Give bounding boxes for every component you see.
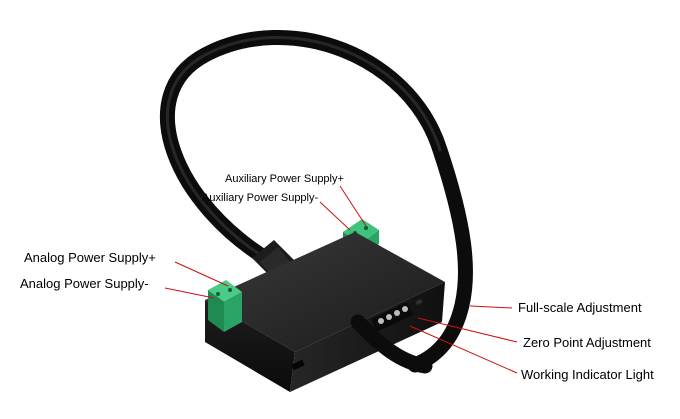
- cable-front: [350, 314, 433, 374]
- label-aux-minus: Auxiliary Power Supply-: [202, 192, 319, 204]
- leader-aux-minus: [319, 201, 351, 231]
- leader-working-light: [409, 325, 518, 374]
- leader-aux-plus: [339, 185, 367, 227]
- label-full-scale: Full-scale Adjustment: [518, 300, 642, 315]
- leader-lines: [164, 185, 518, 374]
- label-analog-minus: Analog Power Supply-: [20, 276, 149, 291]
- leader-analog-minus: [164, 287, 215, 299]
- label-analog-plus: Analog Power Supply+: [24, 250, 156, 265]
- analog-terminal-block: [208, 280, 242, 332]
- adjustment-ports: [371, 298, 423, 332]
- leader-full-scale: [469, 305, 513, 309]
- leader-analog-plus: [174, 261, 229, 287]
- leader-zero-point: [417, 317, 518, 343]
- label-aux-plus: Auxiliary Power Supply+: [225, 173, 344, 185]
- label-zero-point: Zero Point Adjustment: [523, 335, 651, 350]
- label-working-light: Working Indicator Light: [521, 367, 654, 382]
- cable-highlight: [165, 35, 442, 264]
